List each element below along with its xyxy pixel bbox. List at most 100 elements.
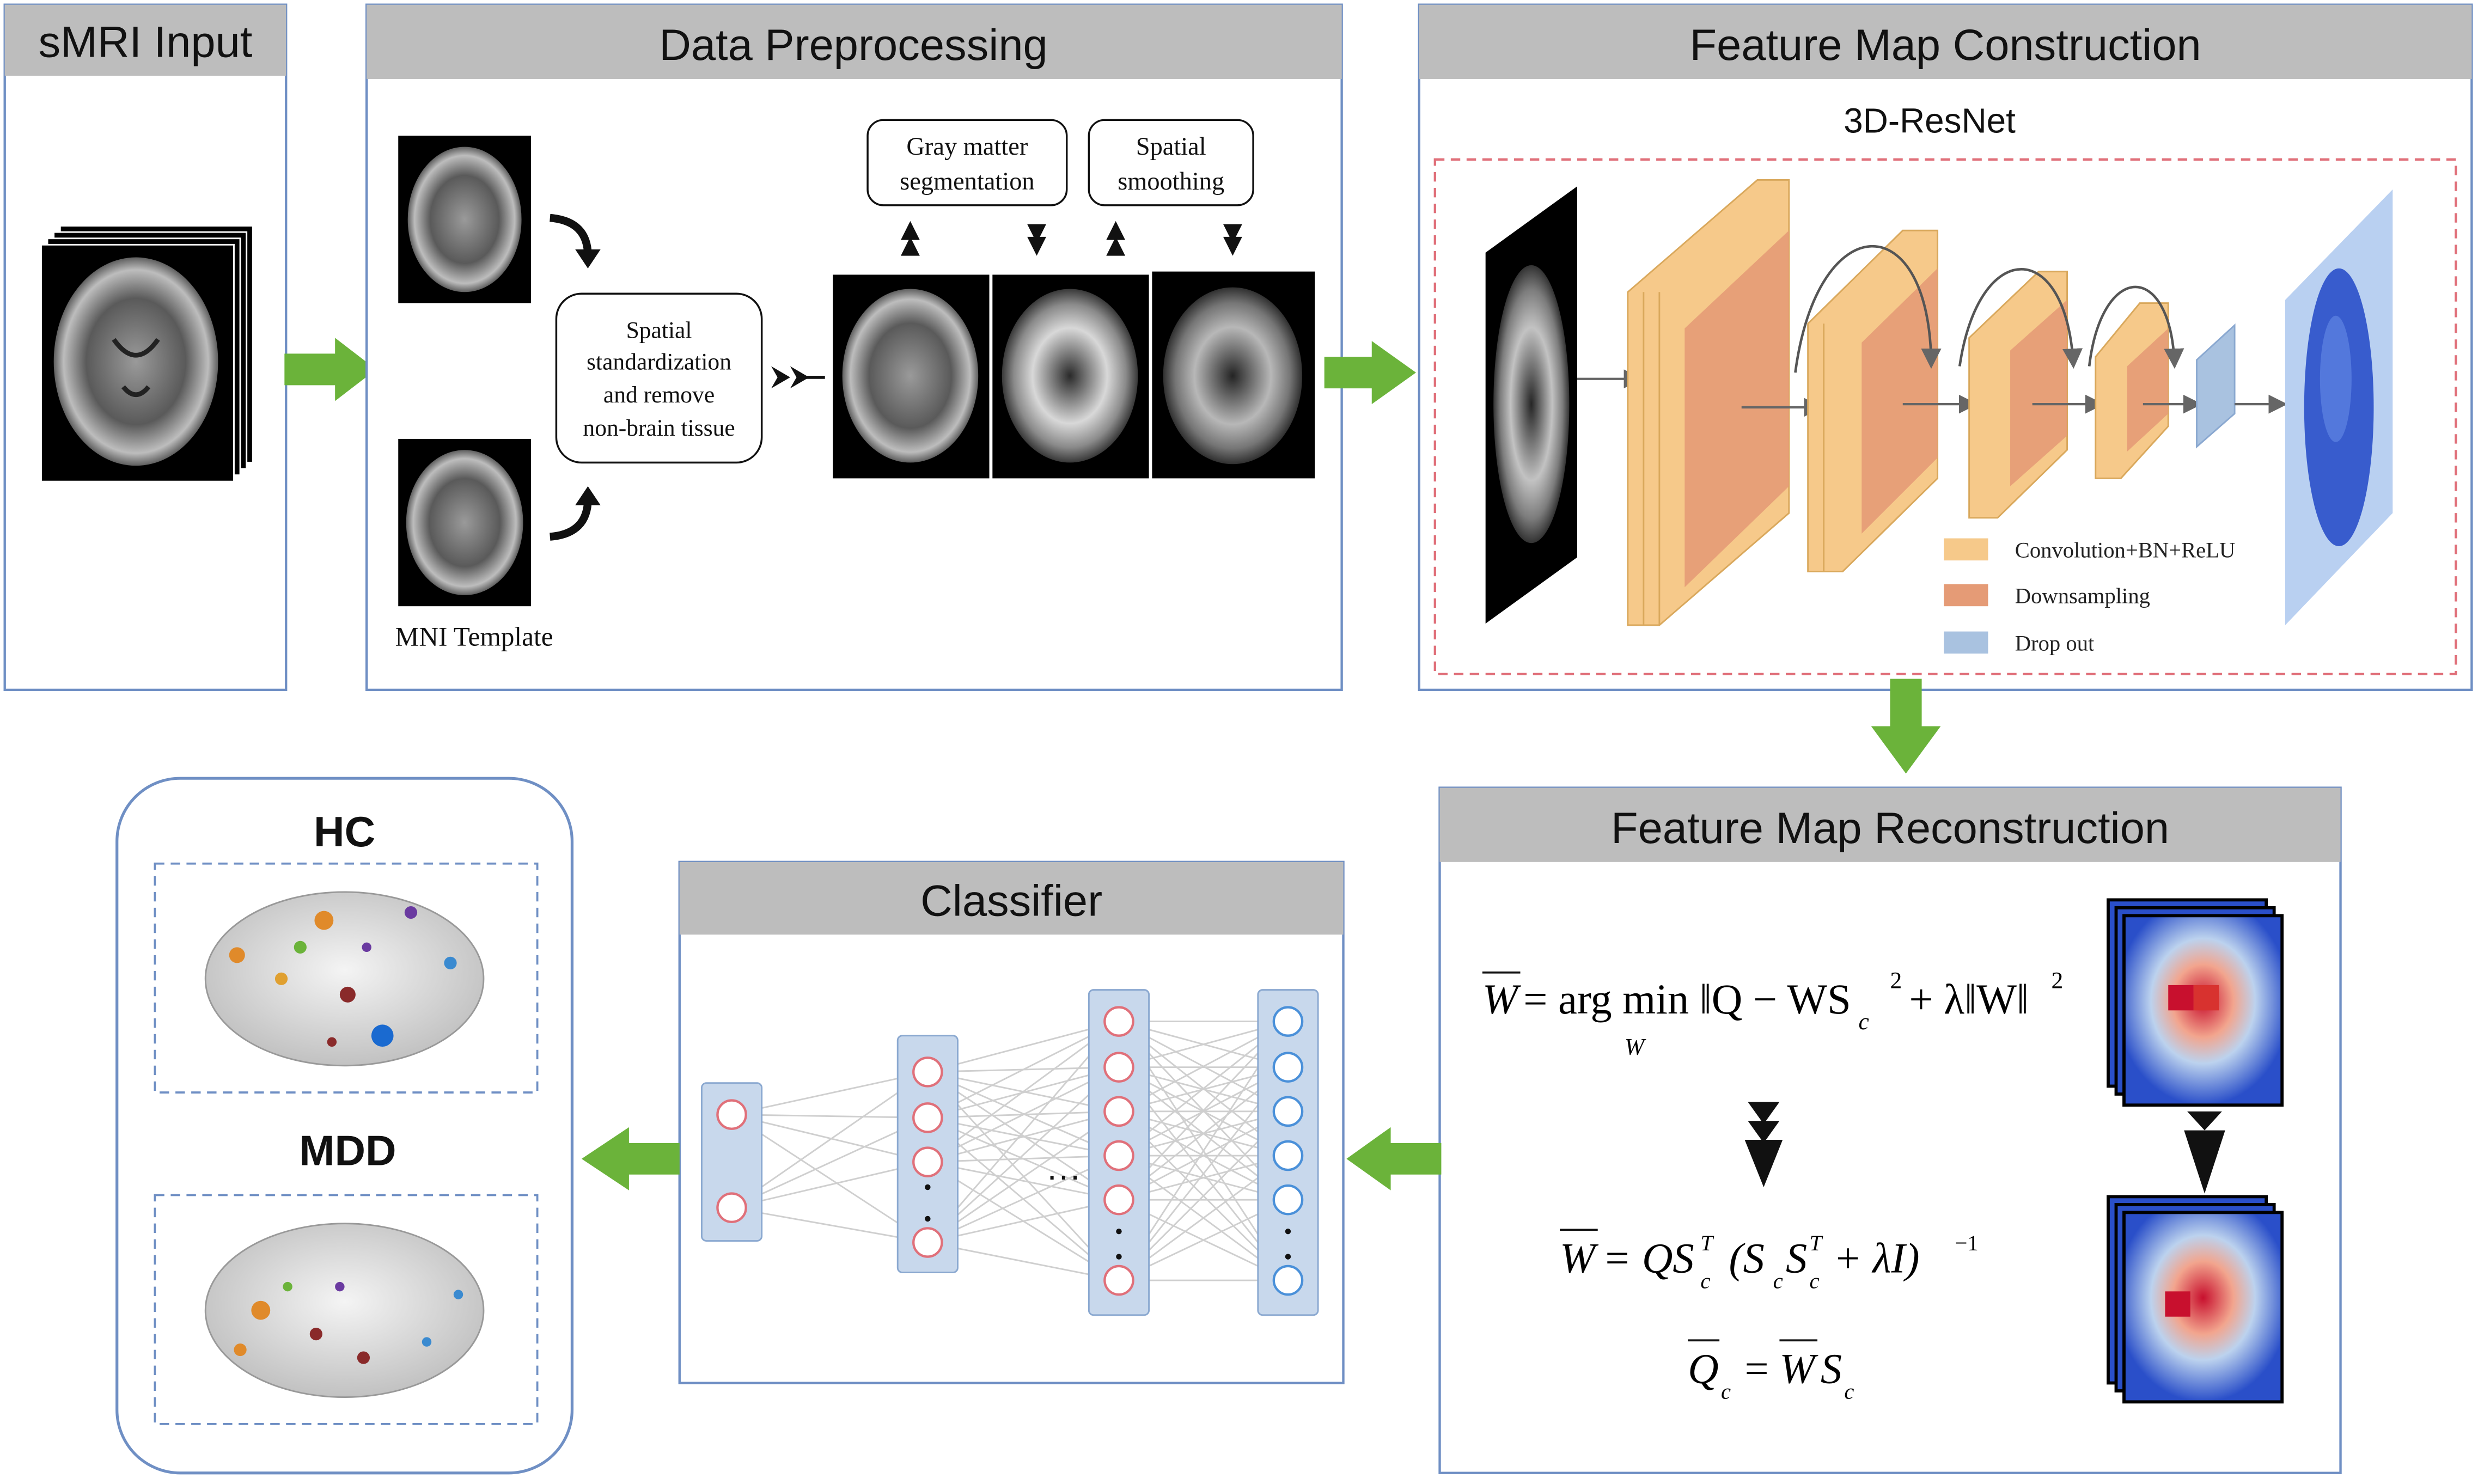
eq2-lhs: W bbox=[1560, 1235, 1599, 1282]
panel-title: Feature Map Construction bbox=[1689, 20, 2201, 70]
nn-edge bbox=[731, 1114, 928, 1163]
eq3-eq: = bbox=[1745, 1345, 1769, 1393]
nn-node bbox=[716, 1099, 747, 1130]
nn-edge bbox=[927, 1199, 1119, 1243]
nn-edge bbox=[731, 1071, 929, 1208]
eq2-s2: S bbox=[1786, 1235, 1807, 1282]
network-frame bbox=[1433, 158, 2457, 676]
nn-edge bbox=[927, 1066, 1120, 1243]
equation-1: W = arg min ‖Q − WS c 2 + λ‖W‖ 2 W bbox=[1482, 968, 2063, 1060]
curved-arrow-icon bbox=[550, 498, 592, 541]
eq3-w: W bbox=[1779, 1345, 1818, 1393]
resnet-block-4 bbox=[2095, 302, 2169, 479]
eq3-lhs: Q bbox=[1688, 1345, 1719, 1393]
hc-brain-network bbox=[204, 891, 485, 1067]
nn-node bbox=[1272, 1265, 1304, 1296]
nn-node bbox=[716, 1192, 747, 1223]
nn-node bbox=[1103, 1265, 1134, 1296]
legend-label-downsampling: Downsampling bbox=[2015, 583, 2150, 608]
nn-edge bbox=[731, 1071, 928, 1116]
nn-edge bbox=[927, 1021, 1119, 1073]
eq2-sup: T bbox=[1700, 1231, 1714, 1255]
resnet-block-3 bbox=[1968, 271, 2068, 519]
eq1-reg: + λ‖W‖ bbox=[1909, 975, 2029, 1023]
eq2-sub: c bbox=[1700, 1269, 1710, 1293]
nn-ellipsis-dot bbox=[1116, 1228, 1122, 1235]
eq1-body: = arg min ‖Q − WS bbox=[1523, 975, 1851, 1023]
legend-label-conv: Convolution+BN+ReLU bbox=[2015, 538, 2236, 562]
down-arrow-icon bbox=[1744, 1102, 1783, 1187]
nn-ellipsis-dot bbox=[925, 1184, 931, 1190]
nn-edge bbox=[927, 1021, 1120, 1243]
panel-title: Classifier bbox=[920, 876, 1102, 925]
panel-header bbox=[1439, 787, 2341, 862]
nn-node bbox=[1272, 1052, 1304, 1083]
panel-feature-map-reconstruction: Feature Map Reconstruction W = arg min ‖… bbox=[1438, 786, 2342, 1474]
nn-edge bbox=[731, 1117, 928, 1209]
smoothing-step-box bbox=[1088, 119, 1254, 206]
legend-label-dropout: Drop out bbox=[2015, 631, 2095, 655]
eq2-tail: + λI) bbox=[1833, 1235, 1920, 1282]
mdd-nodes bbox=[234, 1281, 463, 1364]
panel-title: sMRI Input bbox=[39, 17, 253, 66]
legend-swatch-dropout bbox=[1944, 631, 1988, 654]
eq2-inv: −1 bbox=[1955, 1231, 1979, 1255]
panel-data-preprocessing: Data Preprocessing MNI Template Spatial … bbox=[365, 3, 1343, 692]
down-arrow-icon bbox=[2184, 1111, 2225, 1194]
network-name: 3D-ResNet bbox=[1844, 101, 2016, 141]
standardization-step-box bbox=[555, 292, 763, 464]
curved-arrow-icon bbox=[550, 213, 592, 256]
nn-node bbox=[1272, 1006, 1304, 1037]
step-line-1: Gray matter bbox=[906, 133, 1028, 161]
heatmap-stack-top bbox=[2107, 898, 2284, 1107]
ellipsis: ··· bbox=[1046, 1156, 1081, 1195]
eq2-body: = QS bbox=[1602, 1235, 1694, 1282]
eq1-sup: 2 bbox=[1890, 968, 1902, 994]
eq3-s: S bbox=[1821, 1345, 1842, 1393]
nn-node bbox=[912, 1146, 943, 1177]
eq1-lhs: W bbox=[1482, 975, 1522, 1023]
panel-header bbox=[4, 4, 286, 76]
nn-edge bbox=[731, 1207, 928, 1243]
nn-edge bbox=[927, 1066, 1120, 1163]
nn-ellipsis-dot bbox=[925, 1216, 931, 1222]
nn-nodes bbox=[716, 1006, 1304, 1296]
mdd-frame bbox=[154, 1194, 539, 1425]
nn-edge bbox=[731, 1161, 928, 1209]
panel-smri-input: sMRI Input bbox=[3, 3, 288, 692]
nn-node bbox=[1272, 1096, 1304, 1127]
skip-connection bbox=[2088, 285, 2184, 369]
heatmap-stack-bottom bbox=[2107, 1195, 2284, 1404]
hc-frame bbox=[154, 862, 539, 1094]
nn-node bbox=[912, 1227, 943, 1258]
equation-3: Q c = W S c bbox=[1688, 1339, 1854, 1403]
skip-connection bbox=[1958, 267, 2083, 369]
resnet-block-2 bbox=[1807, 229, 1939, 572]
step-line-3: and remove bbox=[603, 382, 715, 408]
nn-edge bbox=[927, 1242, 1119, 1281]
mri-stack bbox=[40, 225, 254, 483]
legend-swatch-conv bbox=[1944, 538, 1988, 561]
nn-node bbox=[1103, 1052, 1134, 1083]
hc-label: HC bbox=[314, 808, 375, 856]
eq1-sup2: 2 bbox=[2052, 968, 2064, 994]
panel-output: HC MDD bbox=[115, 777, 574, 1475]
panel-title: Data Preprocessing bbox=[659, 20, 1048, 70]
flow-arrow-left-1 bbox=[1346, 1127, 1442, 1190]
nn-node bbox=[1272, 1140, 1304, 1171]
nn-node bbox=[1103, 1006, 1134, 1037]
flow-arrow-down bbox=[1871, 679, 1941, 774]
panel-title: Feature Map Reconstruction bbox=[1611, 803, 2169, 853]
equation-2: W = QS T c (S c S T c + λI) −1 bbox=[1560, 1229, 1979, 1293]
panel-header bbox=[679, 862, 1344, 935]
nn-edge bbox=[927, 1110, 1119, 1163]
nn-edge bbox=[927, 1021, 1120, 1163]
resnet-block-1 bbox=[1627, 179, 1790, 626]
step-line-2: smoothing bbox=[1118, 168, 1224, 196]
nn-ellipsis-dot bbox=[1285, 1228, 1291, 1235]
step-line-2: segmentation bbox=[900, 168, 1034, 196]
segmentation-step-box bbox=[866, 119, 1068, 206]
skip-connection bbox=[1794, 245, 1942, 373]
panel-feature-map-construction: Feature Map Construction 3D-ResNet bbox=[1418, 3, 2473, 692]
